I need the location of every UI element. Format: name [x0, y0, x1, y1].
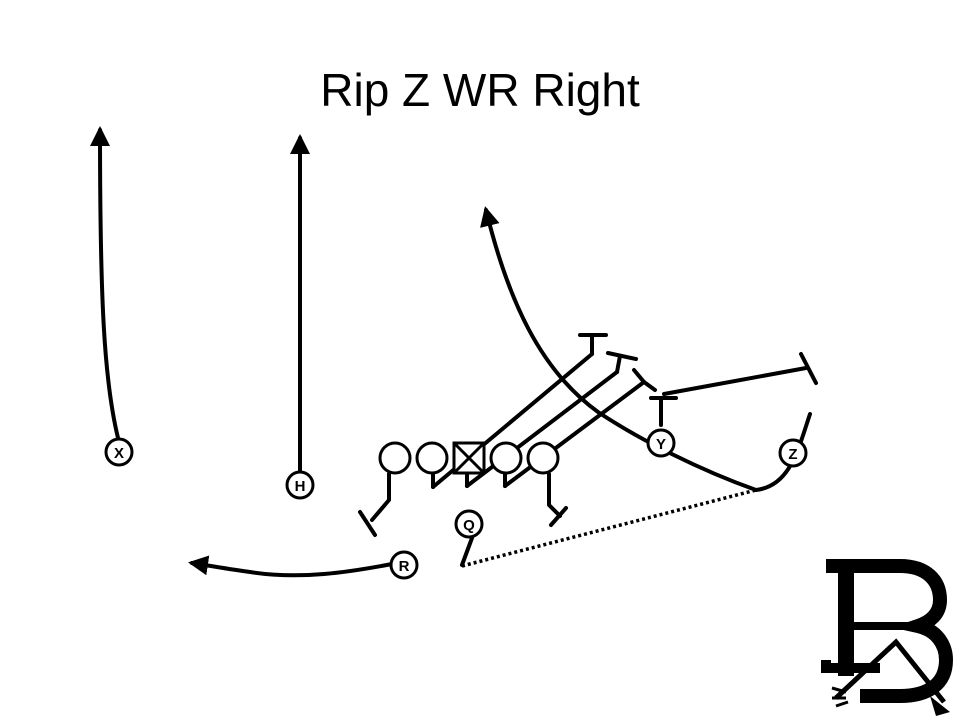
player-x: X: [104, 437, 134, 467]
player-y-label: Y: [656, 436, 666, 453]
player-r: R: [389, 550, 419, 580]
lineman-right-tackle: [526, 441, 560, 475]
player-z: Z: [778, 438, 808, 468]
logo-letters: BL: [873, 679, 892, 694]
player-h-label: H: [295, 478, 306, 495]
z-route: [480, 206, 812, 492]
qb-drop: [460, 536, 474, 567]
qb-pitch-line: [461, 488, 757, 568]
player-y: Y: [646, 428, 676, 458]
y-block: [649, 352, 818, 427]
player-x-label: X: [114, 445, 124, 462]
center-x-square-icon: [452, 441, 486, 475]
r-route: [188, 555, 394, 578]
player-z-label: Z: [788, 446, 797, 463]
lineman-left-guard: [415, 441, 449, 475]
player-r-label: R: [399, 558, 410, 575]
arrow-logo-icon: BL: [821, 559, 954, 716]
lineman-left-tackle: [378, 441, 412, 475]
player-h: H: [285, 470, 315, 500]
lineman-right-guard: [489, 441, 523, 475]
x-route: [90, 126, 120, 440]
player-q: Q: [454, 509, 484, 539]
page-title: Rip Z WR Right: [320, 64, 640, 116]
line-blocks: [358, 333, 657, 537]
player-q-label: Q: [463, 517, 475, 534]
